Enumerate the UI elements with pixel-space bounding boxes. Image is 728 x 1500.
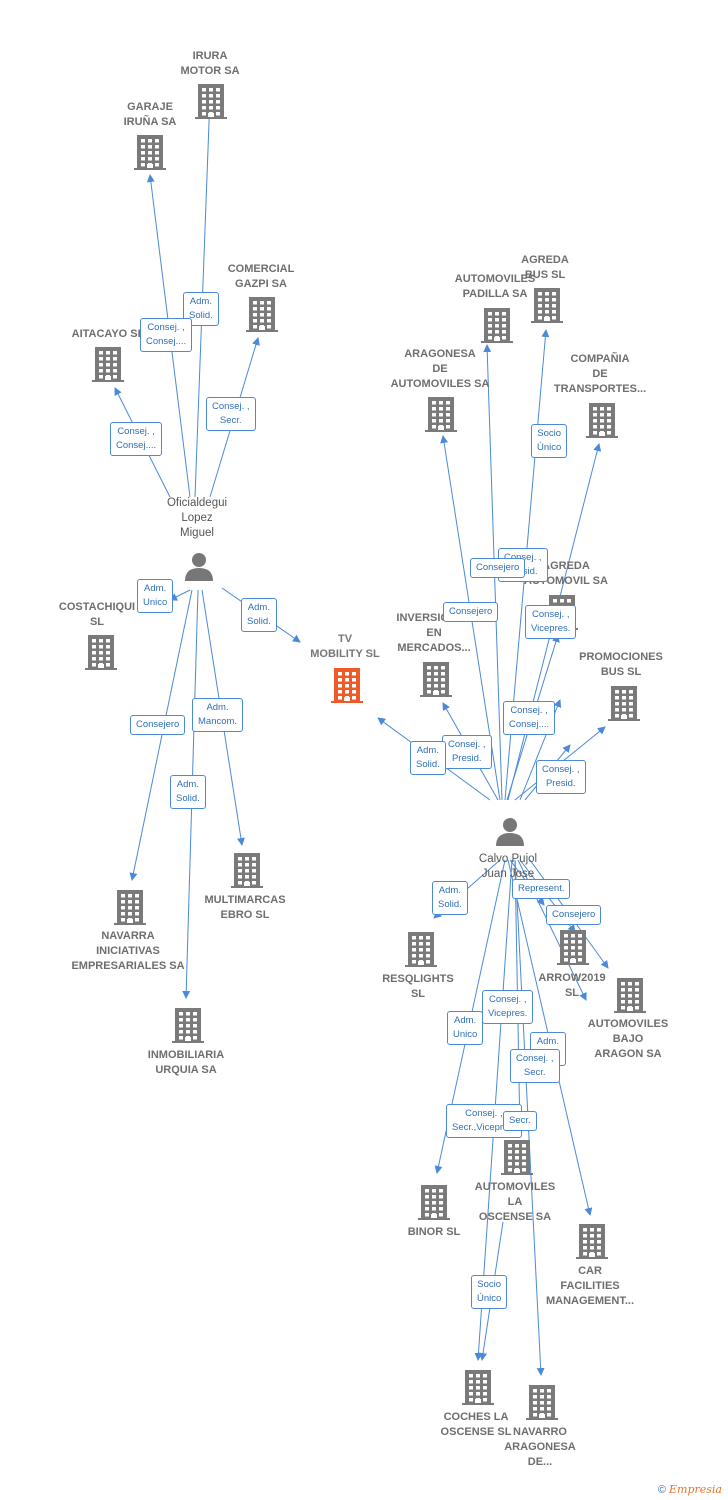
- relation-label: Adm. Unico: [447, 1011, 484, 1045]
- company-icon[interactable]: [614, 978, 646, 1013]
- relation-label: Consej. , Secr.: [206, 397, 256, 431]
- relation-label: Consej. , Consej....: [503, 701, 556, 735]
- edge-line: [169, 589, 191, 601]
- relation-label: Consejero: [546, 905, 602, 925]
- relation-label: Adm. Solid.: [432, 881, 468, 915]
- company-name[interactable]: CAR FACILITIES MANAGEMENT...: [546, 1265, 634, 1307]
- company-name[interactable]: ARAGONESA DE AUTOMOVILES SA: [390, 348, 490, 390]
- company-name[interactable]: AGREDA BUS SL: [521, 254, 569, 281]
- company-icon[interactable]: [114, 890, 146, 925]
- relation-label: Socio Único: [531, 424, 568, 458]
- person-name[interactable]: Calvo Pujol Juan Jose: [478, 853, 538, 880]
- company-name[interactable]: COCHES LA OSCENSE SL: [440, 1411, 512, 1438]
- company-icon[interactable]: [557, 930, 589, 965]
- company-name[interactable]: INMOBILIARIA URQUIA SA: [147, 1049, 225, 1076]
- relation-label: Consej. , Secr.: [510, 1049, 560, 1083]
- company-icon[interactable]: [195, 84, 227, 119]
- company-name[interactable]: TV MOBILITY SL: [310, 633, 380, 660]
- company-icon[interactable]: [246, 297, 278, 332]
- company-icon[interactable]: [231, 853, 263, 888]
- relation-label: Adm. Solid.: [410, 741, 446, 775]
- company-name[interactable]: BINOR SL: [407, 1226, 461, 1238]
- relation-label: Adm. Solid.: [241, 598, 277, 632]
- relation-label: Consej. , Vicepres.: [482, 990, 534, 1024]
- company-name[interactable]: NAVARRA INICIATIVAS EMPRESARIALES SA: [71, 930, 185, 972]
- company-name[interactable]: COMPAÑIA DE TRANSPORTES...: [553, 353, 647, 395]
- relation-label: Consejero: [470, 558, 526, 578]
- company-icon[interactable]: [526, 1385, 558, 1420]
- company-name[interactable]: AUTOMOVILES BAJO ARAGON SA: [587, 1018, 669, 1060]
- company-name[interactable]: GARAJE IRUÑA SA: [123, 101, 177, 128]
- company-icon[interactable]: [481, 308, 513, 343]
- footer: © Empresia: [658, 1483, 722, 1496]
- relation-label: Represent.: [512, 879, 571, 899]
- person-name[interactable]: Oficialdegui Lopez Miguel: [166, 497, 228, 539]
- company-name[interactable]: IRURA MOTOR SA: [180, 50, 240, 77]
- company-name[interactable]: RESQLIGHTS SL: [382, 973, 454, 1000]
- relation-label: Adm. Solid.: [170, 775, 206, 809]
- company-name[interactable]: MULTIMARCAS EBRO SL: [204, 894, 286, 921]
- relation-label: Consej. , Presid.: [442, 735, 492, 769]
- company-name[interactable]: INVERSIONES EN MERCADOS...: [396, 612, 472, 654]
- company-icon[interactable]: [586, 403, 618, 438]
- relation-label: Adm. Unico: [137, 579, 174, 613]
- company-icon[interactable]: [576, 1224, 608, 1259]
- relation-label: Secr.: [503, 1111, 537, 1131]
- person-icon[interactable]: [496, 818, 524, 846]
- relation-label: Consej. , Presid.: [536, 760, 586, 794]
- company-name[interactable]: AGREDA AUTOMOVIL SA: [524, 560, 608, 587]
- relation-label: Consejero: [130, 715, 186, 735]
- company-name[interactable]: AUTOMOVILES LA OSCENSE SA: [474, 1181, 556, 1223]
- relation-label: Adm. Mancom.: [192, 698, 244, 732]
- company-icon[interactable]: [92, 347, 124, 382]
- company-icon[interactable]: [418, 1185, 450, 1220]
- company-icon[interactable]: [134, 135, 166, 170]
- main-company-icon[interactable]: [331, 668, 363, 703]
- brand-logo[interactable]: Empresia: [669, 1483, 722, 1496]
- company-name[interactable]: COMERCIAL GAZPI SA: [227, 263, 295, 290]
- person-icon[interactable]: [185, 553, 213, 581]
- company-icon[interactable]: [501, 1140, 533, 1175]
- company-name[interactable]: COSTACHIQUI SL: [58, 601, 136, 628]
- relation-label: Consej. , Consej....: [140, 318, 193, 352]
- relation-label: Socio Único: [471, 1275, 508, 1309]
- company-icon[interactable]: [531, 288, 563, 323]
- company-name[interactable]: AUTOMOVILES PADILLA SA: [454, 273, 536, 300]
- company-icon[interactable]: [172, 1008, 204, 1043]
- company-icon[interactable]: [425, 397, 457, 432]
- relation-label: Consej. , Vicepres.: [525, 605, 577, 639]
- relation-label: Consej. , Consej....: [110, 422, 163, 456]
- company-icon[interactable]: [608, 686, 640, 721]
- company-icon[interactable]: [85, 635, 117, 670]
- company-name[interactable]: ARROW2019 SL: [538, 972, 606, 999]
- relation-label: Consejero: [443, 602, 499, 622]
- company-name[interactable]: NAVARRO ARAGONESA DE...: [504, 1426, 576, 1468]
- edge-line: [129, 589, 193, 881]
- company-icon[interactable]: [462, 1370, 494, 1405]
- copyright-icon: ©: [657, 1484, 666, 1496]
- company-icon[interactable]: [405, 932, 437, 967]
- company-name[interactable]: PROMOCIONES BUS SL: [579, 651, 663, 678]
- company-icon[interactable]: [420, 662, 452, 697]
